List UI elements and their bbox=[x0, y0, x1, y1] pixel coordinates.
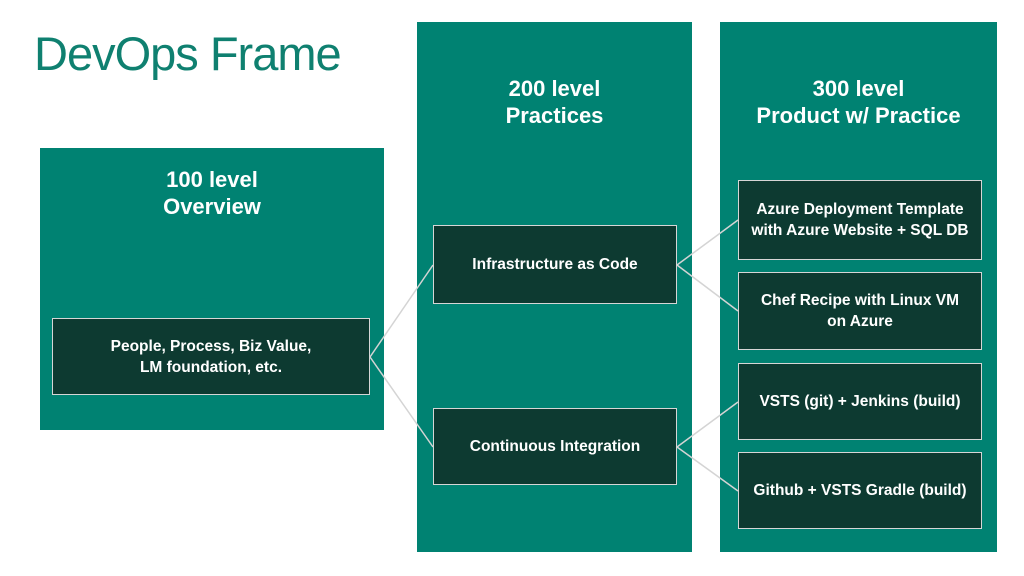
panel-100-heading: 100 level Overview bbox=[40, 166, 384, 220]
node-github-gradle: Github + VSTS Gradle (build) bbox=[738, 452, 982, 529]
node-vsts-jenkins: VSTS (git) + Jenkins (build) bbox=[738, 363, 982, 440]
node-chef-recipe-line2: on Azure bbox=[827, 313, 893, 330]
panel-300-heading-line1: 300 level bbox=[812, 76, 905, 101]
node-infrastructure-as-code-line1: Infrastructure as Code bbox=[472, 256, 638, 273]
node-infrastructure-as-code: Infrastructure as Code bbox=[433, 225, 677, 304]
node-azure-deployment-template-line2: with Azure Website + SQL DB bbox=[751, 222, 969, 239]
node-continuous-integration-line1: Continuous Integration bbox=[469, 438, 641, 455]
node-azure-deployment-template: Azure Deployment Template with Azure Web… bbox=[738, 180, 982, 260]
panel-300-heading-line2: Product w/ Practice bbox=[756, 103, 961, 128]
node-continuous-integration: Continuous Integration bbox=[433, 408, 677, 485]
node-chef-recipe: Chef Recipe with Linux VM on Azure bbox=[738, 272, 982, 350]
panel-100-heading-line1: 100 level bbox=[166, 167, 258, 192]
node-people-process-line2: LM foundation, etc. bbox=[139, 358, 283, 376]
slide-title: DevOps Frame bbox=[34, 27, 342, 80]
panel-200-heading-line2: Practices bbox=[505, 103, 604, 128]
node-azure-deployment-template-line1: Azure Deployment Template bbox=[756, 201, 964, 218]
panel-300-heading: 300 level Product w/ Practice bbox=[720, 75, 997, 129]
node-github-gradle-line1: Github + VSTS Gradle (build) bbox=[753, 482, 967, 499]
node-people-process: People, Process, Biz Value, LM foundatio… bbox=[52, 318, 370, 395]
panel-200-heading: 200 level Practices bbox=[417, 75, 692, 129]
panel-200-heading-line1: 200 level bbox=[508, 76, 601, 101]
node-vsts-jenkins-line1: VSTS (git) + Jenkins (build) bbox=[759, 393, 961, 410]
panel-100-heading-line2: Overview bbox=[163, 194, 261, 219]
node-people-process-line1: People, Process, Biz Value, bbox=[110, 337, 312, 355]
node-chef-recipe-line1: Chef Recipe with Linux VM bbox=[760, 292, 960, 309]
